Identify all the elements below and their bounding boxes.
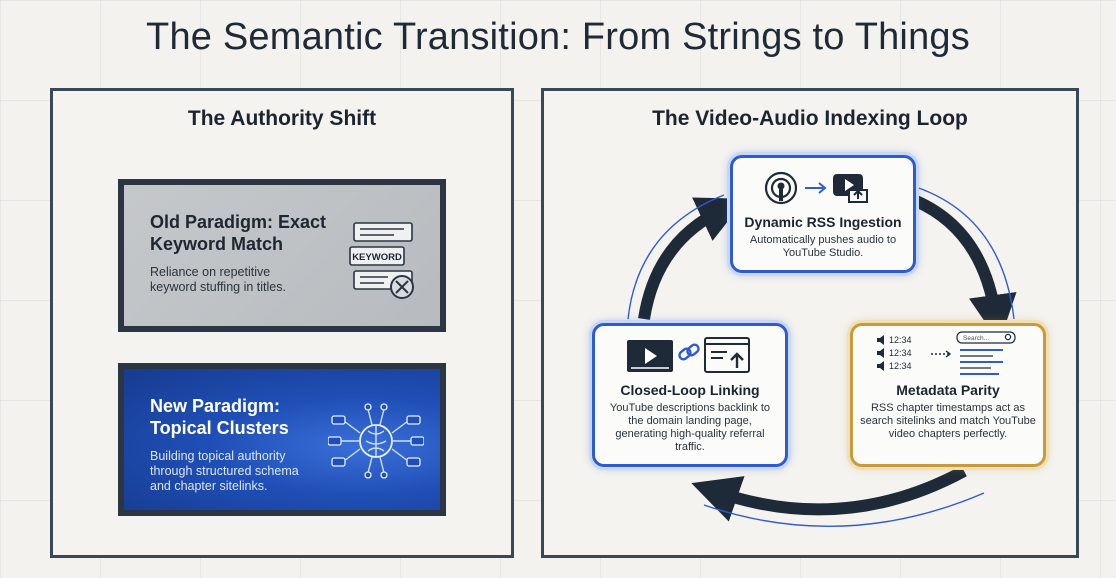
timestamp-2: 12:34 (889, 348, 912, 358)
node-title-metadata: Metadata Parity (896, 382, 1000, 398)
authority-shift-title: The Authority Shift (187, 107, 377, 130)
audio-timestamp-icon: 12:34 12:34 12:34 (877, 335, 912, 371)
node-desc-linking: YouTube descriptions backlink to the dom… (609, 402, 770, 453)
node-dynamic-rss-ingestion: Dynamic RSS Ingestion Automatically push… (730, 155, 916, 273)
indexing-loop-panel: The Video-Audio Indexing Loop (541, 88, 1079, 558)
node-title-rss: Dynamic RSS Ingestion (744, 214, 902, 230)
node-closed-loop-linking: Closed-Loop Linking YouTube descriptions… (592, 323, 788, 467)
loop-arrow-right-to-left (691, 465, 967, 522)
youtube-upload-icon (833, 174, 868, 203)
arrow-right-icon (805, 182, 827, 194)
old-paradigm-heading: Old Paradigm: Exact Keyword Match (150, 212, 327, 254)
search-results-icon: Search... (956, 331, 1016, 375)
timestamp-1: 12:34 (889, 335, 912, 345)
old-paradigm-card: Old Paradigm: Exact Keyword Match Relian… (118, 179, 446, 332)
loop-arrow-left-to-top (638, 197, 746, 320)
new-paradigm-card: New Paradigm: Topical Clusters Building … (118, 363, 446, 516)
new-paradigm-body: Building topical authority through struc… (150, 449, 299, 493)
keyword-label: KEYWORD (352, 252, 402, 263)
search-placeholder: Search... (963, 335, 989, 342)
loop-arrows (627, 186, 1017, 528)
keyword-block-icon: KEYWORD (349, 222, 414, 299)
page-title: The Semantic Transition: From Strings to… (146, 16, 970, 58)
timestamp-3: 12:34 (889, 361, 912, 371)
metadata-parity-icons: 12:34 12:34 12:34 Search... (877, 331, 1016, 375)
brain-network-icon (328, 403, 424, 479)
dashed-arrow-icon (931, 350, 952, 358)
podcast-icon (764, 171, 798, 205)
closed-loop-icons (627, 337, 750, 373)
landing-page-icon (704, 337, 750, 373)
new-paradigm-heading: New Paradigm: Topical Clusters (150, 396, 289, 438)
link-icon (678, 343, 700, 361)
old-paradigm-body: Reliance on repetitive keyword stuffing … (150, 265, 286, 294)
authority-shift-panel: The Authority Shift Old Paradigm: Exact … (50, 88, 514, 558)
node-metadata-parity: 12:34 12:34 12:34 Search... Metad (850, 323, 1046, 467)
node-desc-metadata: RSS chapter timestamps act as search sit… (860, 402, 1036, 440)
node-desc-rss: Automatically pushes audio to YouTube St… (749, 234, 897, 259)
node-title-linking: Closed-Loop Linking (620, 382, 760, 398)
video-player-icon (627, 340, 673, 372)
podcast-to-youtube-icons (764, 171, 868, 205)
loop-arrow-top-to-right (913, 195, 1017, 343)
indexing-loop-title: The Video-Audio Indexing Loop (652, 107, 968, 130)
